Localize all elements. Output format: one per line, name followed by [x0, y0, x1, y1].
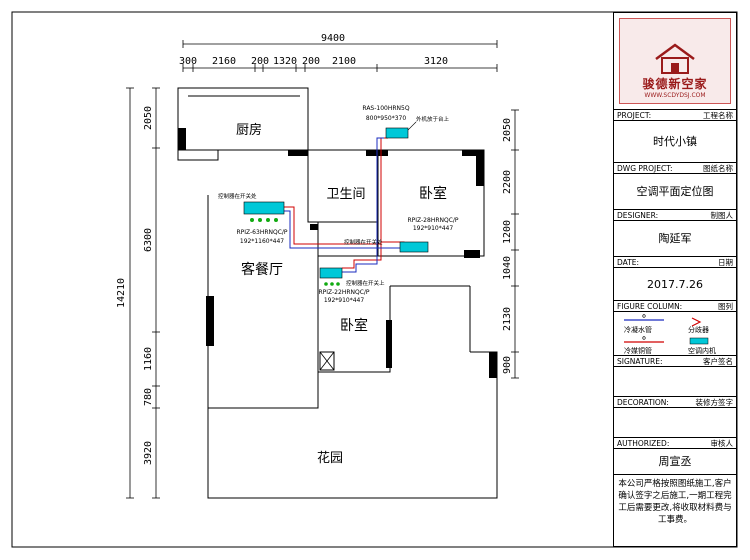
dim-top-3: 200: [251, 56, 269, 67]
room-bathroom: 卫生间: [326, 187, 365, 202]
project-row: PROJECT: 工程名称: [614, 110, 736, 121]
dwg-label: DWG PROJECT:: [617, 163, 673, 173]
dim-left-4: 780: [143, 388, 154, 406]
bedroom2-unit-note: 控制器在开关上: [346, 279, 385, 287]
date-row: DATE: 日期: [614, 257, 736, 268]
living-unit-note: 控制器在开关处: [218, 192, 257, 200]
bedroom-unit-model: RPIZ-28HRNQC/P: [407, 217, 458, 224]
authorized-label-cn: 审核人: [710, 438, 734, 448]
decoration-label: DECORATION:: [617, 397, 669, 407]
outdoor-unit-note: 外机放于台上: [416, 115, 450, 123]
indoor-unit-bedroom: [399, 241, 429, 253]
dim-left-2: 6300: [143, 228, 154, 252]
living-unit-size: 192*1160*447: [240, 238, 284, 245]
dim-top-1: 300: [179, 56, 197, 67]
designer-row: DESIGNER: 制图人: [614, 210, 736, 221]
dim-top-6: 2100: [332, 56, 356, 67]
bedroom2-unit-model: RPIZ-22HRNQC/P: [318, 289, 369, 296]
dim-right-5: 2130: [502, 307, 513, 331]
date-label-cn: 日期: [718, 257, 733, 267]
signature-field: [614, 367, 736, 397]
indoor-unit-legend-icon: [689, 337, 709, 345]
room-kitchen: 厨房: [236, 122, 262, 138]
logo-name: 骏德新空家: [642, 77, 708, 91]
title-block: 骏德新空家 WWW.SCDYDSJ.COM PROJECT: 工程名称 时代小镇…: [613, 12, 737, 547]
project-value: 时代小镇: [614, 121, 736, 163]
outdoor-unit: [385, 127, 409, 139]
logo-url: WWW.SCDYDSJ.COM: [644, 92, 706, 99]
designer-value: 陶延军: [614, 221, 736, 257]
dwg-value: 空调平面定位图: [614, 174, 736, 210]
legend-drain: 冷凝水管: [624, 326, 652, 334]
room-bedroom-main: 卧室: [419, 185, 447, 202]
top-dimensions: [182, 40, 498, 72]
figure-label-cn: 图列: [718, 301, 733, 311]
project-label: PROJECT:: [617, 110, 652, 120]
legend-line-tag-2: Φ: [642, 336, 646, 342]
construction-note: 本公司严格按照图纸施工,客户确认签字之后施工,一期工程完工后需要更改,将收取材料…: [618, 479, 732, 525]
dim-total-height: 14210: [116, 278, 127, 308]
outdoor-unit-model: RAS-100HRN5Q: [362, 105, 409, 112]
signature-label-cn: 客户签名: [703, 356, 733, 366]
dim-right-2: 2200: [502, 170, 513, 194]
outdoor-note-leader: [407, 121, 417, 131]
drain-pipes: [284, 137, 409, 273]
bedroom-unit-size: 192*910*447: [413, 225, 454, 232]
dim-left-5: 3920: [143, 441, 154, 465]
legend-splitter: 分歧器: [688, 326, 709, 334]
left-dimensions: [126, 87, 160, 499]
dwg-label-cn: 图纸名称: [703, 163, 733, 173]
indoor-unit-living: [243, 201, 285, 222]
dwg-row: DWG PROJECT: 图纸名称: [614, 163, 736, 174]
column-pillar: [319, 351, 335, 371]
dim-right-6: 900: [502, 356, 513, 374]
bedroom2-unit-size: 192*910*447: [324, 297, 365, 304]
legend: Φ Φ 冷凝水管 分歧器 冷媒铜管 空调内机: [614, 312, 736, 356]
dim-top-5: 200: [302, 56, 320, 67]
project-label-cn: 工程名称: [703, 110, 733, 120]
decoration-label-cn: 装修方签字: [695, 397, 734, 407]
room-living: 客餐厅: [241, 261, 283, 278]
dim-top-4: 1320: [273, 56, 297, 67]
wall-thick: [178, 128, 497, 378]
dim-total-width: 9400: [321, 33, 345, 44]
drawing-frame: [11, 11, 738, 548]
dim-right-3: 1200: [502, 220, 513, 244]
decoration-field: [614, 408, 736, 438]
authorized-label: AUTHORIZED:: [617, 438, 670, 448]
outdoor-unit-size: 800*950*370: [366, 115, 407, 122]
decoration-row: DECORATION: 装修方签字: [614, 397, 736, 408]
dim-right-1: 2050: [502, 118, 513, 142]
dim-right-4: 1040: [502, 256, 513, 280]
company-logo: 骏德新空家 WWW.SCDYDSJ.COM: [619, 18, 731, 104]
figure-row: FIGURE COLUMN: 图列: [614, 301, 736, 312]
authorized-value: 周宣丞: [614, 449, 736, 475]
designer-label: DESIGNER:: [617, 210, 659, 220]
dim-top-7: 3120: [424, 56, 448, 67]
room-bedroom-2: 卧室: [340, 317, 368, 334]
room-garden: 花园: [317, 450, 343, 466]
house-logo-icon: [655, 43, 695, 74]
designer-label-cn: 制图人: [710, 210, 734, 220]
dim-left-1: 2050: [143, 106, 154, 130]
signature-label: SIGNATURE:: [617, 356, 663, 366]
legend-indoor: 空调内机: [688, 347, 716, 355]
legend-symbols: Φ Φ: [624, 314, 709, 345]
indoor-unit-bedroom-2: [319, 267, 343, 286]
authorized-row: AUTHORIZED: 审核人: [614, 438, 736, 449]
dim-left-3: 1160: [143, 347, 154, 371]
legend-copper: 冷媒铜管: [624, 347, 652, 355]
legend-line-tag-1: Φ: [642, 314, 646, 320]
right-dimensions: [511, 109, 519, 379]
logo-area: 骏德新空家 WWW.SCDYDSJ.COM: [614, 13, 736, 110]
signature-row: SIGNATURE: 客户签名: [614, 356, 736, 367]
date-value: 2017.7.26: [614, 268, 736, 301]
date-label: DATE:: [617, 257, 640, 267]
figure-label: FIGURE COLUMN:: [617, 301, 683, 311]
splitter-legend-icon: [691, 317, 702, 327]
living-unit-model: RPIZ-63HRNQC/P: [236, 229, 287, 236]
dim-top-2: 2160: [212, 56, 236, 67]
bath-unit-note: 控制器在开关处: [344, 238, 383, 246]
